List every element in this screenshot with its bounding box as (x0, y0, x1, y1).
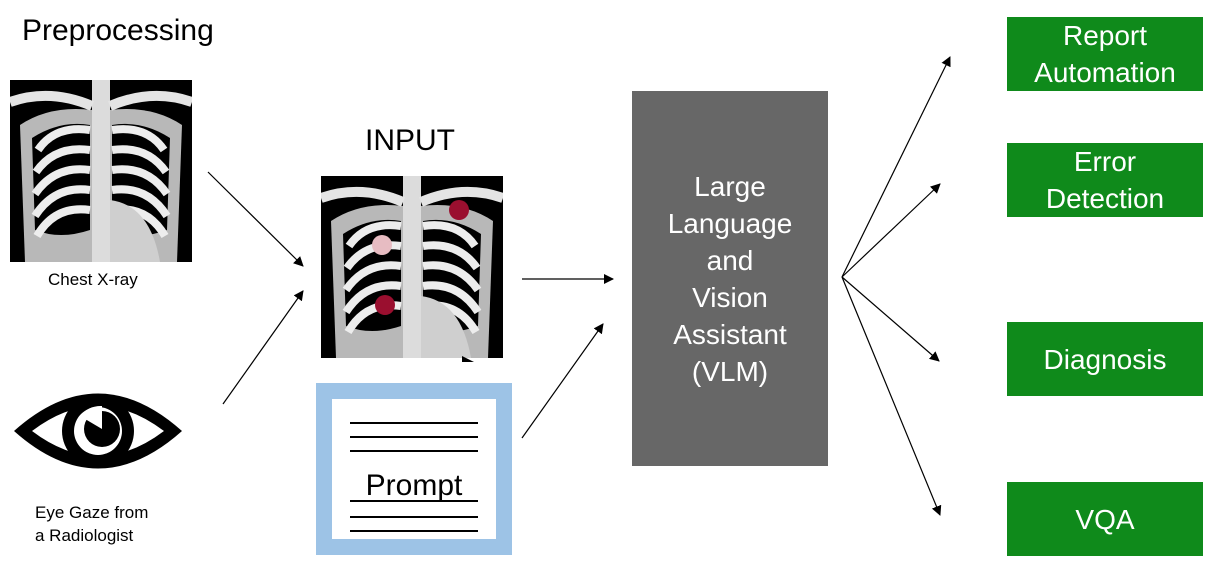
output-diagnosis: Diagnosis (1007, 322, 1203, 396)
gaze-point (375, 295, 395, 315)
chest-xray-image (10, 80, 192, 262)
xray-caption: Chest X-ray (48, 270, 138, 289)
arrow (222, 290, 304, 405)
vlm-box: Large Language and Vision Assistant (VLM… (632, 91, 828, 466)
arrow (521, 323, 604, 439)
document-icon: Prompt (332, 399, 496, 539)
gaze-point (372, 235, 392, 255)
arrow (207, 171, 304, 267)
arrow (841, 183, 941, 278)
input-xray-with-gaze (321, 176, 503, 358)
output-label: Error Detection (1045, 146, 1165, 214)
output-vqa: VQA (1007, 482, 1203, 556)
prompt-label: Prompt (365, 469, 463, 502)
prompt-box: Prompt (316, 383, 512, 555)
output-report-automation: Report Automation (1007, 17, 1203, 91)
output-label: Report Automation (1034, 20, 1176, 88)
vlm-label: Large Language and Vision Assistant (VLM… (667, 170, 793, 387)
gaze-point (449, 200, 469, 220)
arrow-tip-fragment (462, 356, 474, 362)
input-title: INPUT (365, 124, 455, 157)
eye-gaze-caption: Eye Gaze from a Radiologist (35, 503, 149, 545)
arrow (841, 276, 942, 516)
document-lines (350, 422, 478, 532)
output-label: Diagnosis (1043, 343, 1167, 375)
arrow (841, 276, 940, 362)
output-label: VQA (1075, 503, 1135, 535)
output-error-detection: Error Detection (1007, 143, 1203, 217)
eye-icon (14, 393, 182, 469)
arrow (841, 56, 951, 278)
preprocessing-title: Preprocessing (22, 14, 214, 47)
